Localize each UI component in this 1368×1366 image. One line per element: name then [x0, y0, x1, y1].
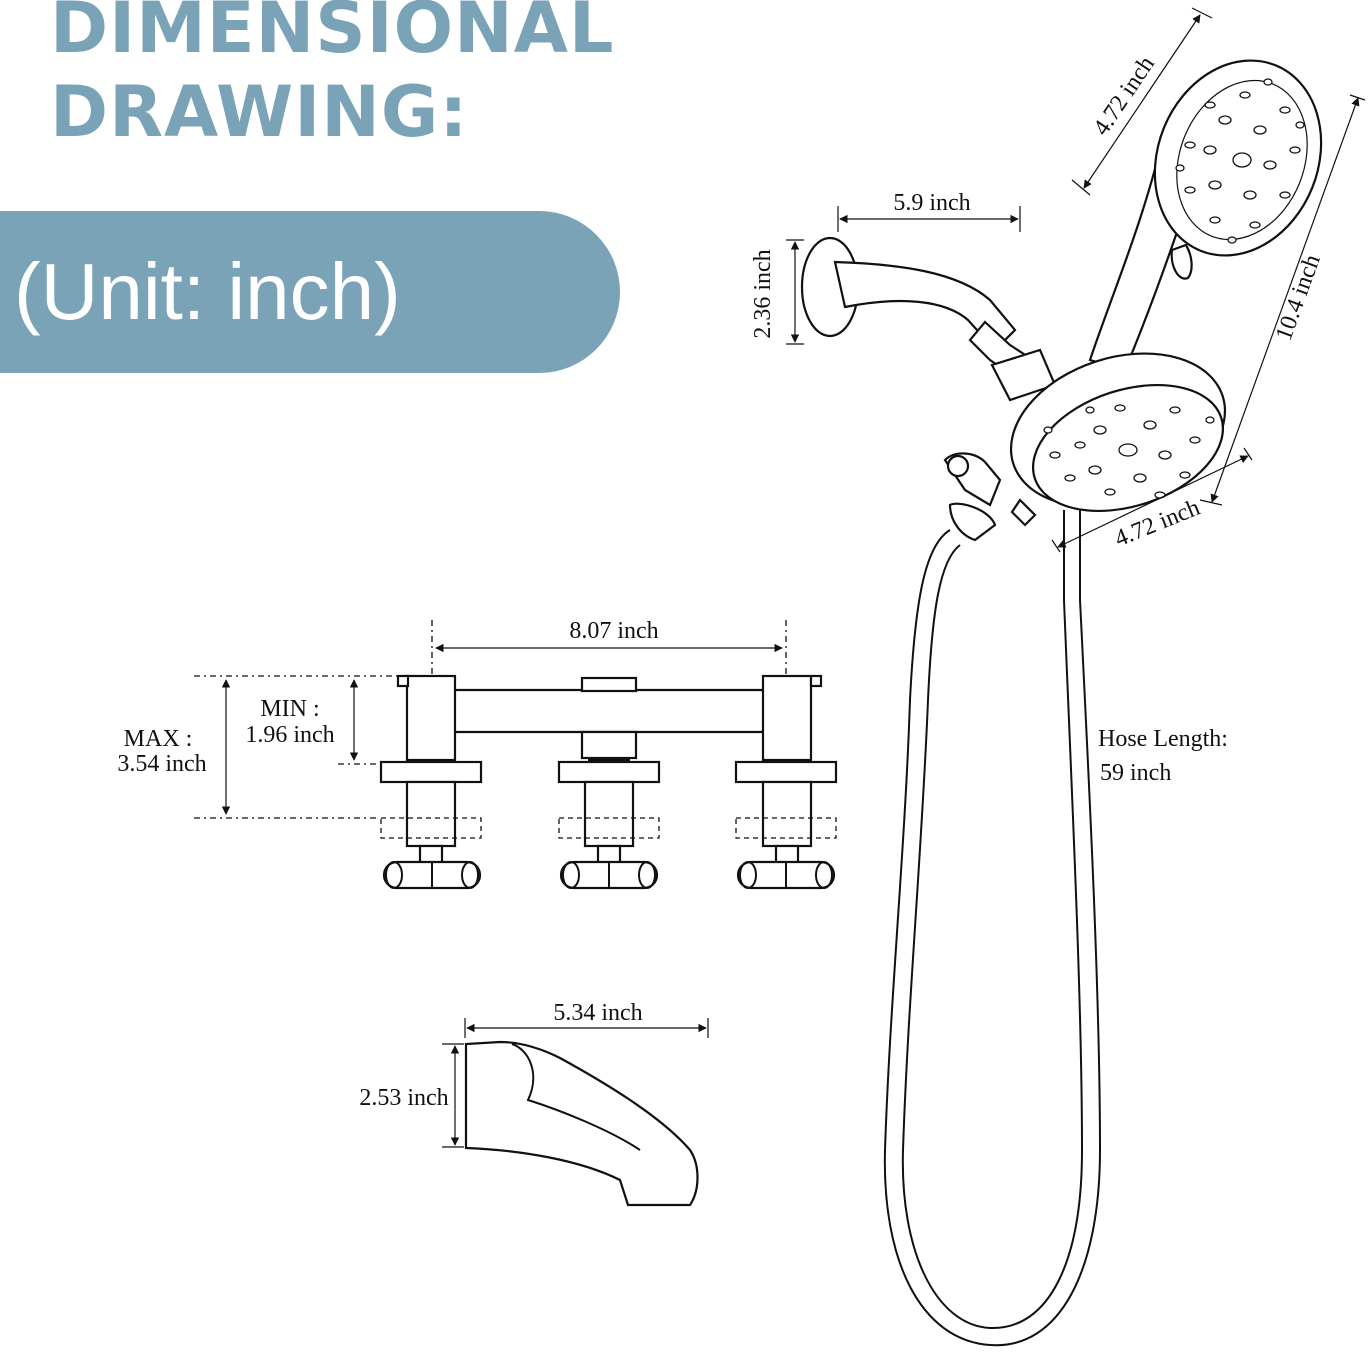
valve-right-handle	[736, 860, 836, 890]
valve-center-neck	[580, 730, 638, 760]
max-label: MAX :	[124, 726, 193, 752]
unit-label: (Unit: inch)	[14, 247, 401, 336]
spout-contour	[511, 1043, 641, 1151]
tub-spout: 5.34 inch 2.53 inch	[359, 1000, 709, 1207]
spout-height-label: 2.53 inch	[359, 1085, 448, 1111]
valve-left-flange	[379, 760, 483, 784]
unit-banner: (Unit: inch)	[0, 211, 620, 373]
holder-knob	[946, 454, 970, 478]
shower-head-tab	[1010, 498, 1037, 527]
valve-right-flange	[734, 760, 838, 784]
arm-length-label: 5.9 inch	[893, 190, 970, 216]
spout-body	[464, 1040, 699, 1207]
max-value: 3.54 inch	[117, 751, 206, 777]
hose-length-value: 59 inch	[1100, 760, 1171, 786]
valve-left-handle	[382, 860, 482, 890]
valve-right-body	[761, 674, 813, 762]
min-label: MIN :	[260, 696, 319, 722]
spout-length-label: 5.34 inch	[553, 1000, 642, 1026]
valve-center-flange	[557, 760, 661, 784]
valve-left-body	[405, 674, 457, 762]
shower-arm	[800, 236, 1057, 402]
valve-center-handle	[559, 860, 659, 890]
valve-spread-label: 8.07 inch	[569, 618, 658, 644]
hand-shower-tab	[1170, 243, 1193, 280]
valve-assembly: 8.07 inch	[117, 618, 838, 890]
valve-crossbar	[442, 688, 777, 734]
page-title: DIMENSIONAL DRAWING:	[50, 0, 615, 154]
hose	[883, 510, 1102, 1347]
valve-right-stem	[761, 780, 813, 848]
title-line-2: DRAWING:	[50, 71, 469, 153]
handshower-length-label: 10.4 inch	[1271, 251, 1326, 344]
title-line-1: DIMENSIONAL	[50, 0, 615, 69]
hose-length-label: Hose Length:	[1098, 726, 1228, 752]
valve-center-stem	[583, 780, 635, 848]
flange-height-label: 2.36 inch	[750, 249, 776, 338]
holder-cradle	[948, 502, 997, 542]
valve-center-top	[580, 676, 638, 693]
valve-left-stem	[405, 780, 457, 848]
min-value: 1.96 inch	[245, 722, 334, 748]
